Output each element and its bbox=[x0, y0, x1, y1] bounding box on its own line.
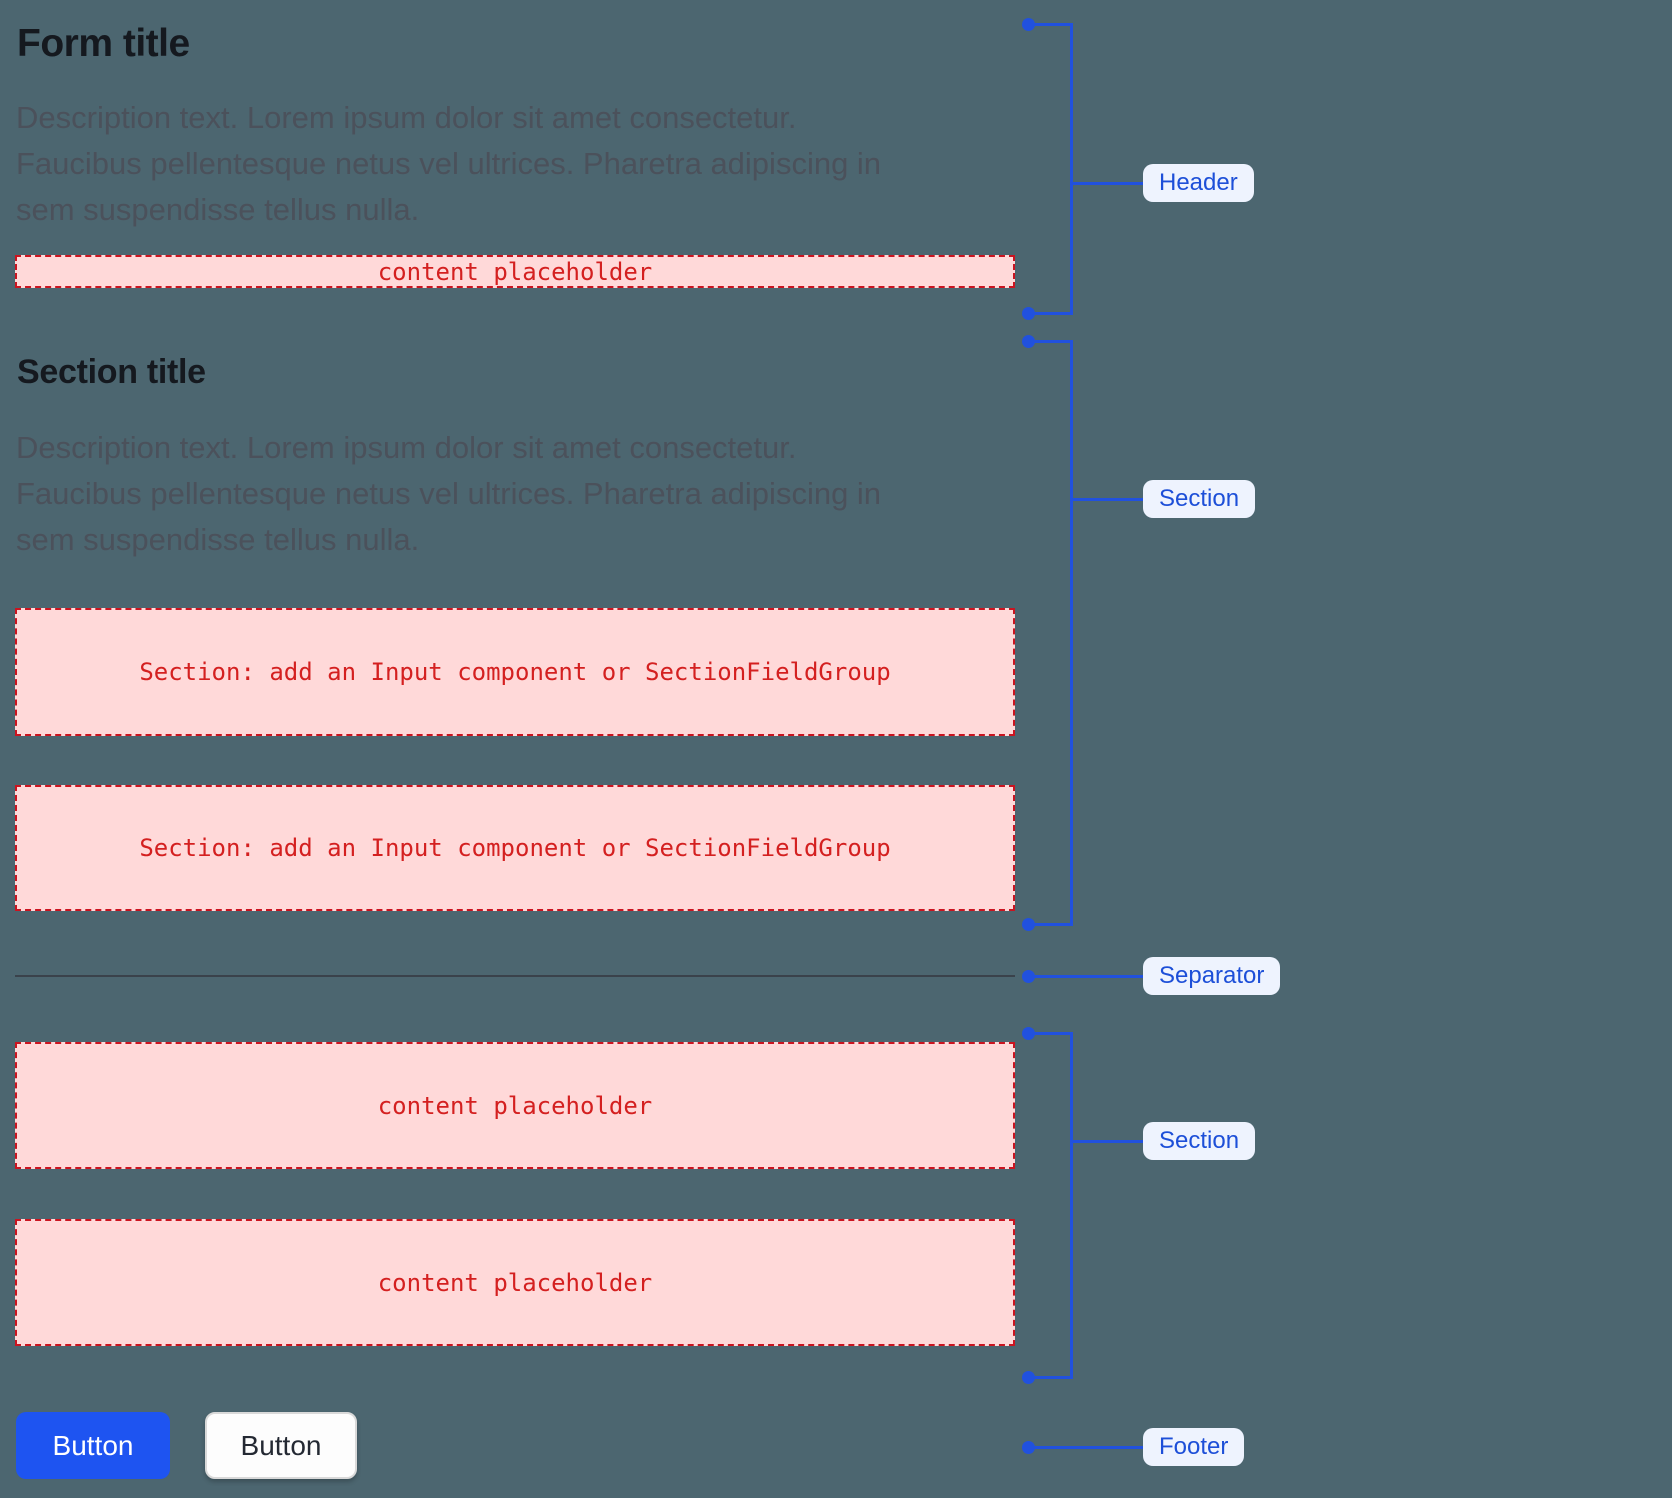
annotation-label-header: Header bbox=[1143, 164, 1254, 202]
section2-bracket-bottom-stub bbox=[1029, 1375, 1073, 1379]
form-description: Description text. Lorem ipsum dolor sit … bbox=[16, 100, 882, 227]
section-label-connector bbox=[1071, 497, 1143, 501]
footer-dot bbox=[1022, 1440, 1035, 1454]
annotation-label-section-top: Section bbox=[1143, 480, 1256, 518]
header-content-placeholder-box: content placeholder bbox=[15, 255, 1015, 288]
annotation-label-section-bottom: Section bbox=[1143, 1122, 1256, 1160]
separator-dot bbox=[1022, 969, 1035, 983]
header-bracket-bottom-stub bbox=[1029, 311, 1073, 315]
section2-bracket-top-stub bbox=[1029, 1031, 1073, 1035]
placeholder-label: content placeholder bbox=[377, 1268, 653, 1297]
annotation-label-separator: Separator bbox=[1143, 957, 1281, 995]
header-bracket-top-stub bbox=[1029, 22, 1073, 26]
form-title: Form title bbox=[17, 22, 190, 65]
section-bracket-bottom-stub bbox=[1029, 922, 1073, 926]
section-bracket-line bbox=[1070, 339, 1073, 926]
lower-content-placeholder-box-2: content placeholder bbox=[15, 1219, 1015, 1346]
separator-line bbox=[15, 975, 1015, 977]
section-slot-box-1: Section: add an Input component or Secti… bbox=[15, 608, 1015, 736]
header-bracket-bottom-dot bbox=[1022, 306, 1035, 320]
section2-bracket-line bbox=[1070, 1031, 1073, 1379]
header-bracket-line bbox=[1070, 22, 1073, 315]
footer-label-connector bbox=[1029, 1445, 1143, 1449]
separator-label-connector bbox=[1029, 974, 1143, 978]
secondary-button[interactable]: Button bbox=[205, 1412, 357, 1479]
section-title: Section title bbox=[17, 353, 206, 391]
section2-bracket-bottom-dot bbox=[1022, 1370, 1035, 1384]
section2-bracket-top-dot bbox=[1022, 1026, 1035, 1040]
section2-label-connector bbox=[1071, 1139, 1143, 1143]
section-description: Description text. Lorem ipsum dolor sit … bbox=[16, 430, 882, 557]
placeholder-label: content placeholder bbox=[377, 1091, 653, 1120]
primary-button[interactable]: Button bbox=[16, 1412, 170, 1479]
annotation-label-footer: Footer bbox=[1143, 1428, 1245, 1466]
section-slot-label: Section: add an Input component or Secti… bbox=[139, 658, 891, 686]
placeholder-label: content placeholder bbox=[377, 257, 653, 286]
section-bracket-top-dot bbox=[1022, 334, 1035, 348]
section-bracket-bottom-dot bbox=[1022, 917, 1035, 931]
header-bracket-top-dot bbox=[1022, 17, 1035, 31]
section-slot-label: Section: add an Input component or Secti… bbox=[139, 834, 891, 862]
section-bracket-top-stub bbox=[1029, 339, 1073, 343]
lower-content-placeholder-box-1: content placeholder bbox=[15, 1042, 1015, 1169]
section-slot-box-2: Section: add an Input component or Secti… bbox=[15, 785, 1015, 911]
header-label-connector bbox=[1071, 181, 1143, 185]
